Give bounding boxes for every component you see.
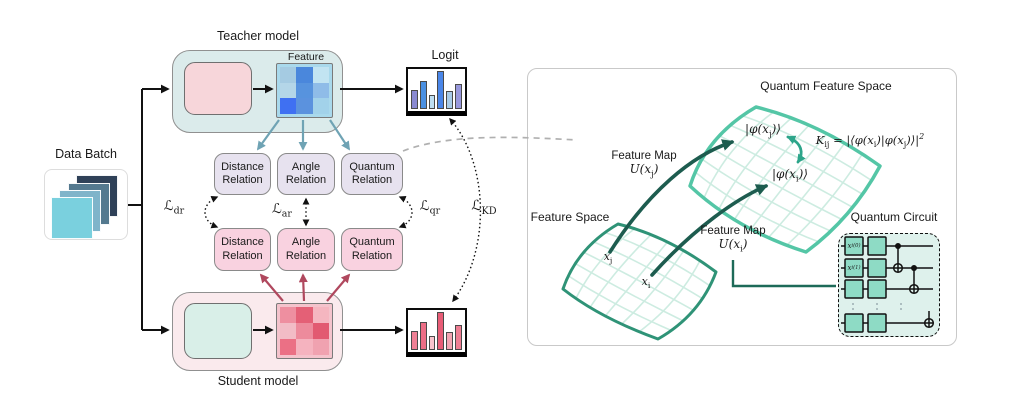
relation-line: Distance: [221, 236, 264, 249]
feature-space-label: Feature Space: [530, 210, 610, 224]
relation-line: Relation: [285, 174, 327, 186]
logit-bar: [428, 95, 436, 109]
heatmap-cell: [280, 98, 297, 114]
logit-label: Logit: [431, 48, 459, 62]
relation-line: Quantum: [349, 236, 395, 249]
heatmap-cell: [312, 323, 329, 339]
relation-line: Relation: [351, 249, 393, 262]
point-xj-label: xj: [603, 250, 613, 266]
heatmap-cell: [280, 82, 297, 99]
logit-bar: [419, 81, 427, 109]
logit-bar: [446, 332, 454, 350]
heatmap-cell: [296, 339, 313, 355]
loss-qr-label: ℒqr: [419, 198, 441, 217]
heatmap-cell: [312, 307, 329, 323]
logit-bar: [437, 312, 445, 350]
relation-line: Quantum: [349, 160, 395, 173]
batch-square: [51, 197, 93, 239]
teacher-quantum-relation-box: Quantum Relation: [341, 153, 403, 195]
loss-dr-label: ℒdr: [163, 198, 185, 217]
logit-bar: [437, 71, 445, 109]
logit-bar: [455, 325, 462, 350]
logit-bar: [411, 90, 418, 109]
teacher-backbone-block: [184, 62, 252, 115]
logit-bar: [419, 322, 427, 350]
logit-bar: [446, 91, 454, 109]
student-quantum-relation-box: Quantum Relation: [341, 228, 403, 271]
heatmap-cell: [312, 82, 329, 99]
relation-line: Relation: [222, 174, 263, 186]
relation-line: Angle: [291, 236, 321, 249]
logit-bar: [411, 331, 418, 350]
heatmap-cell: [280, 323, 297, 339]
teacher-feature-heatmap: [276, 63, 333, 118]
feature-map-title: Feature Map: [700, 225, 766, 237]
teacher-distance-relation-box: Distance Relation: [214, 153, 271, 195]
student-feature-heatmap: [276, 303, 333, 359]
heatmap-cell: [296, 307, 313, 323]
relation-line: Angle: [291, 160, 321, 173]
student-distance-relation-box: Distance Relation: [214, 228, 271, 271]
heatmap-cell: [296, 323, 313, 339]
teacher-logit-chart: [406, 67, 467, 116]
logit-bar: [428, 336, 436, 350]
kernel-formula: Kij = |⟨φ(xi)|φ(xj)⟩|2: [815, 132, 925, 150]
loss-kd-label: ℒKD: [471, 198, 497, 217]
heatmap-cell: [280, 307, 297, 323]
logit-bar: [455, 84, 462, 109]
heatmap-cell: [296, 67, 313, 83]
data-batch-label: Data Batch: [55, 147, 117, 161]
teacher-angle-relation-box: Angle Relation: [277, 153, 335, 195]
heatmap-cell: [296, 82, 313, 99]
feature-map-i-label: Feature Map U(xi): [695, 225, 771, 254]
loss-ar-label: ℒar: [272, 201, 292, 220]
phi-xj-state-label: |φ(xj)⟩: [745, 122, 781, 139]
heatmap-cell: [312, 339, 329, 355]
relation-line: Relation: [285, 249, 327, 262]
relation-line: Distance: [221, 160, 264, 173]
student-backbone-block: [184, 303, 252, 359]
heatmap-cell: [312, 98, 329, 114]
feature-map-j-label: Feature Map U(xj): [606, 150, 682, 179]
quantum-circuit-label: Quantum Circuit: [850, 210, 938, 224]
phi-xi-state-label: |φ(xi)⟩: [772, 167, 808, 184]
relation-line: Relation: [222, 249, 263, 262]
student-model-label: Student model: [217, 374, 299, 388]
data-batch-box: [44, 169, 128, 240]
student-angle-relation-box: Angle Relation: [277, 228, 335, 271]
point-xi-label: xi: [641, 275, 651, 291]
heatmap-cell: [312, 67, 329, 83]
feature-map-u-xj: U(xj): [629, 162, 659, 179]
teacher-feature-label: Feature: [287, 51, 325, 63]
heatmap-cell: [280, 339, 297, 355]
relation-line: Relation: [351, 174, 393, 186]
teacher-model-label: Teacher model: [217, 29, 299, 43]
student-logit-chart: [406, 308, 467, 357]
heatmap-cell: [280, 67, 297, 83]
feature-map-u-xi: U(xi): [718, 237, 748, 254]
heatmap-cell: [296, 98, 313, 114]
quantum-feature-space-label: Quantum Feature Space: [760, 79, 892, 93]
feature-map-title: Feature Map: [611, 150, 677, 162]
